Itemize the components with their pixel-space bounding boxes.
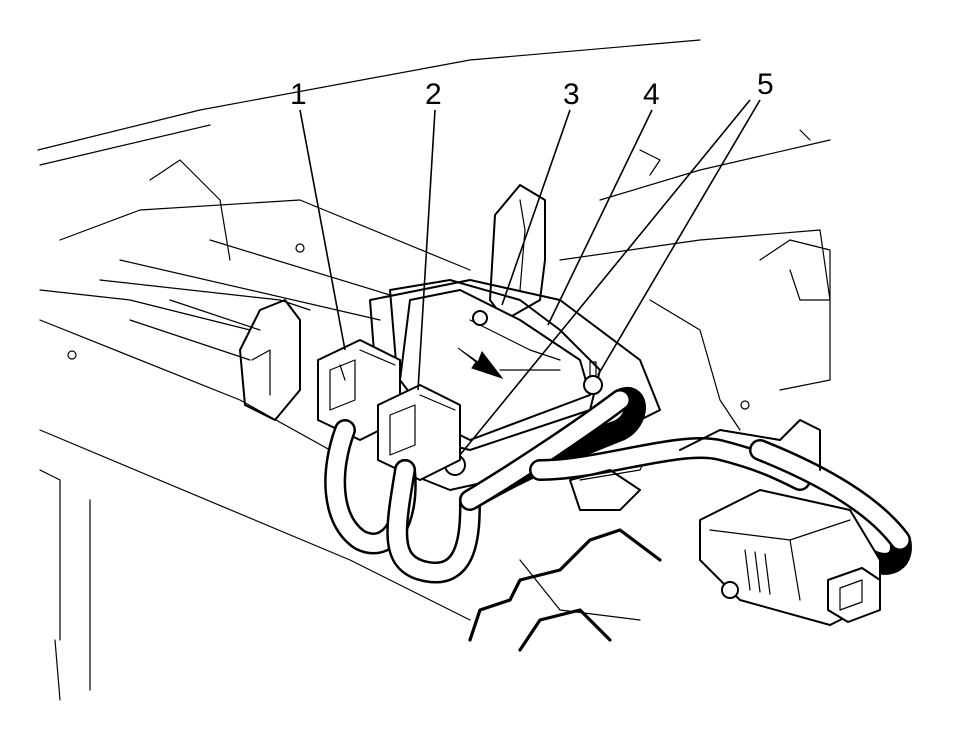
connector-2 (377, 384, 461, 481)
left-bracket (239, 299, 301, 421)
callout-5: 5 (757, 68, 774, 101)
fastener-rear-left-icon (472, 310, 488, 326)
leader-2 (417, 109, 436, 391)
leader-1 (299, 109, 346, 351)
sensor-fastener-icon (721, 581, 739, 599)
floor-panel (37, 39, 831, 701)
wiring-harness (324, 387, 912, 584)
fastener-rear-right-icon (583, 375, 603, 395)
callout-1: 1 (290, 78, 307, 111)
callout-2: 2 (425, 78, 442, 111)
side-impact-sensor (679, 419, 881, 626)
callout-4: 4 (643, 78, 660, 111)
leader-5b (597, 99, 761, 376)
leader-lines (299, 99, 761, 456)
forward-arrow-icon (457, 347, 504, 379)
leader-4 (547, 109, 653, 326)
leader-5a (459, 99, 751, 456)
leader-3 (501, 109, 571, 306)
floor-cutout (468, 469, 662, 652)
callout-3: 3 (563, 78, 580, 111)
rear-bracket (489, 184, 546, 321)
